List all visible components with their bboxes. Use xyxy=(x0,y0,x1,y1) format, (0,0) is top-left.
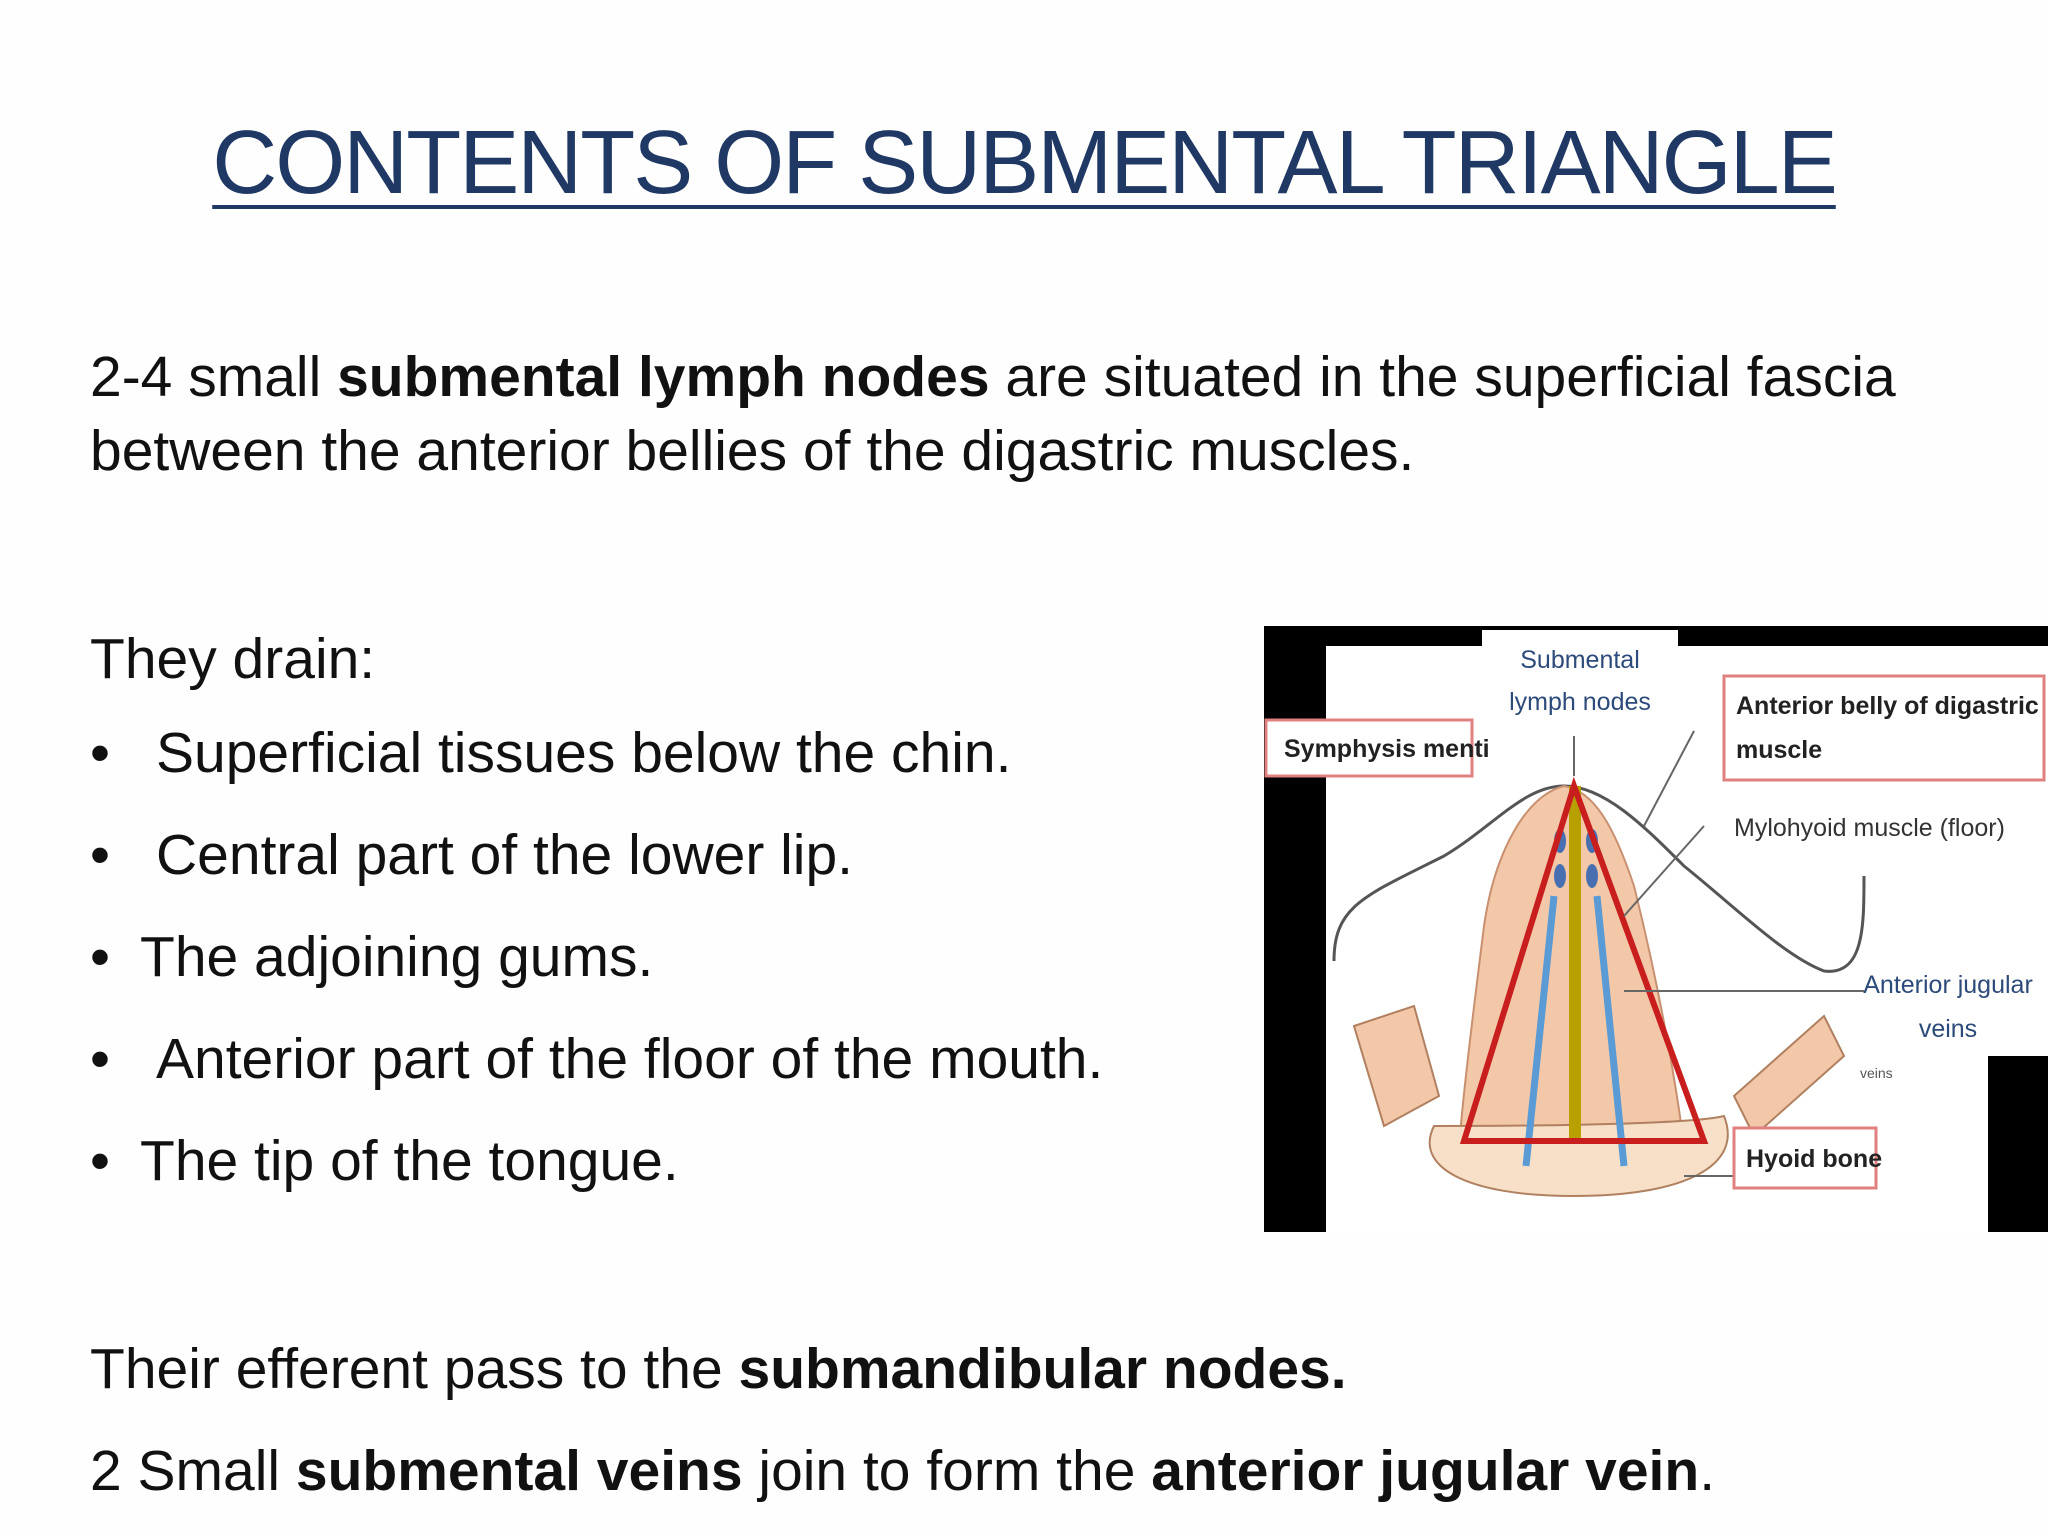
left-greater-horn-shape xyxy=(1352,1004,1441,1128)
veins-paragraph: 2 Small submental veins join to form the… xyxy=(90,1439,1716,1503)
symphysis-label: Symphysis menti xyxy=(1284,735,1490,763)
jugular-label-line2: veins xyxy=(1919,1015,1977,1043)
intro-paragraph: 2-4 small submental lymph nodes are situ… xyxy=(90,345,1896,483)
drain-heading: They drain: xyxy=(90,627,376,691)
submental-triangle-diagram: Symphysis menti Submental lymph nodes An… xyxy=(1264,626,2048,1232)
lymph-node xyxy=(1586,864,1598,888)
mylohyoid-label: Mylohyoid muscle (floor) xyxy=(1734,814,2005,842)
bullet-icon: • xyxy=(90,925,110,989)
lymph-node xyxy=(1554,864,1566,888)
list-item: •The adjoining gums. xyxy=(90,920,1103,1022)
midline-raphe xyxy=(1569,786,1581,1141)
jugular-label-box xyxy=(1864,946,2048,1056)
hyoid-shape xyxy=(1428,1114,1729,1198)
left-submental-vein xyxy=(1522,895,1558,1167)
leader-line xyxy=(1623,825,1705,917)
anterior-belly-label-line1: Anterior belly of digastric xyxy=(1736,692,2039,720)
submental-label-line1: Submental xyxy=(1520,646,1640,674)
symphysis-label-box xyxy=(1264,718,1474,778)
bullet-icon: • xyxy=(90,1027,110,1091)
anatomy-illustration: Symphysis menti Submental lymph nodes An… xyxy=(1264,630,2048,1232)
submental-triangle-outline xyxy=(1459,776,1709,1144)
leader-line xyxy=(1643,730,1695,827)
list-item: •The tip of the tongue. xyxy=(90,1124,1103,1226)
bullet-icon: • xyxy=(90,823,110,887)
anterior-belly-label-line2: muscle xyxy=(1736,736,1822,764)
slide-title: CONTENTS OF SUBMENTAL TRIANGLE xyxy=(212,113,1838,213)
efferent-paragraph: Their efferent pass to the submandibular… xyxy=(90,1337,1347,1401)
right-submental-vein xyxy=(1593,895,1628,1167)
list-item: •Superficial tissues below the chin. xyxy=(90,716,1103,818)
jugular-label-line1: Anterior jugular xyxy=(1863,971,2033,999)
hyoid-label-box xyxy=(1732,1126,1878,1190)
anterior-belly-label-box xyxy=(1722,674,2046,782)
mandible-outline xyxy=(1332,784,1866,973)
submental-label-line2: lymph nodes xyxy=(1509,688,1651,716)
list-item: •Central part of the lower lip. xyxy=(90,818,1103,920)
drain-list: •Superficial tissues below the chin. •Ce… xyxy=(90,716,1103,1226)
right-greater-horn-shape xyxy=(1732,1014,1846,1138)
list-item: •Anterior part of the floor of the mouth… xyxy=(90,1022,1103,1124)
veins-small-label: veins xyxy=(1860,1065,1893,1081)
bullet-icon: • xyxy=(90,721,110,785)
bullet-icon: • xyxy=(90,1129,110,1193)
hyoid-label: Hyoid bone xyxy=(1746,1145,1882,1173)
